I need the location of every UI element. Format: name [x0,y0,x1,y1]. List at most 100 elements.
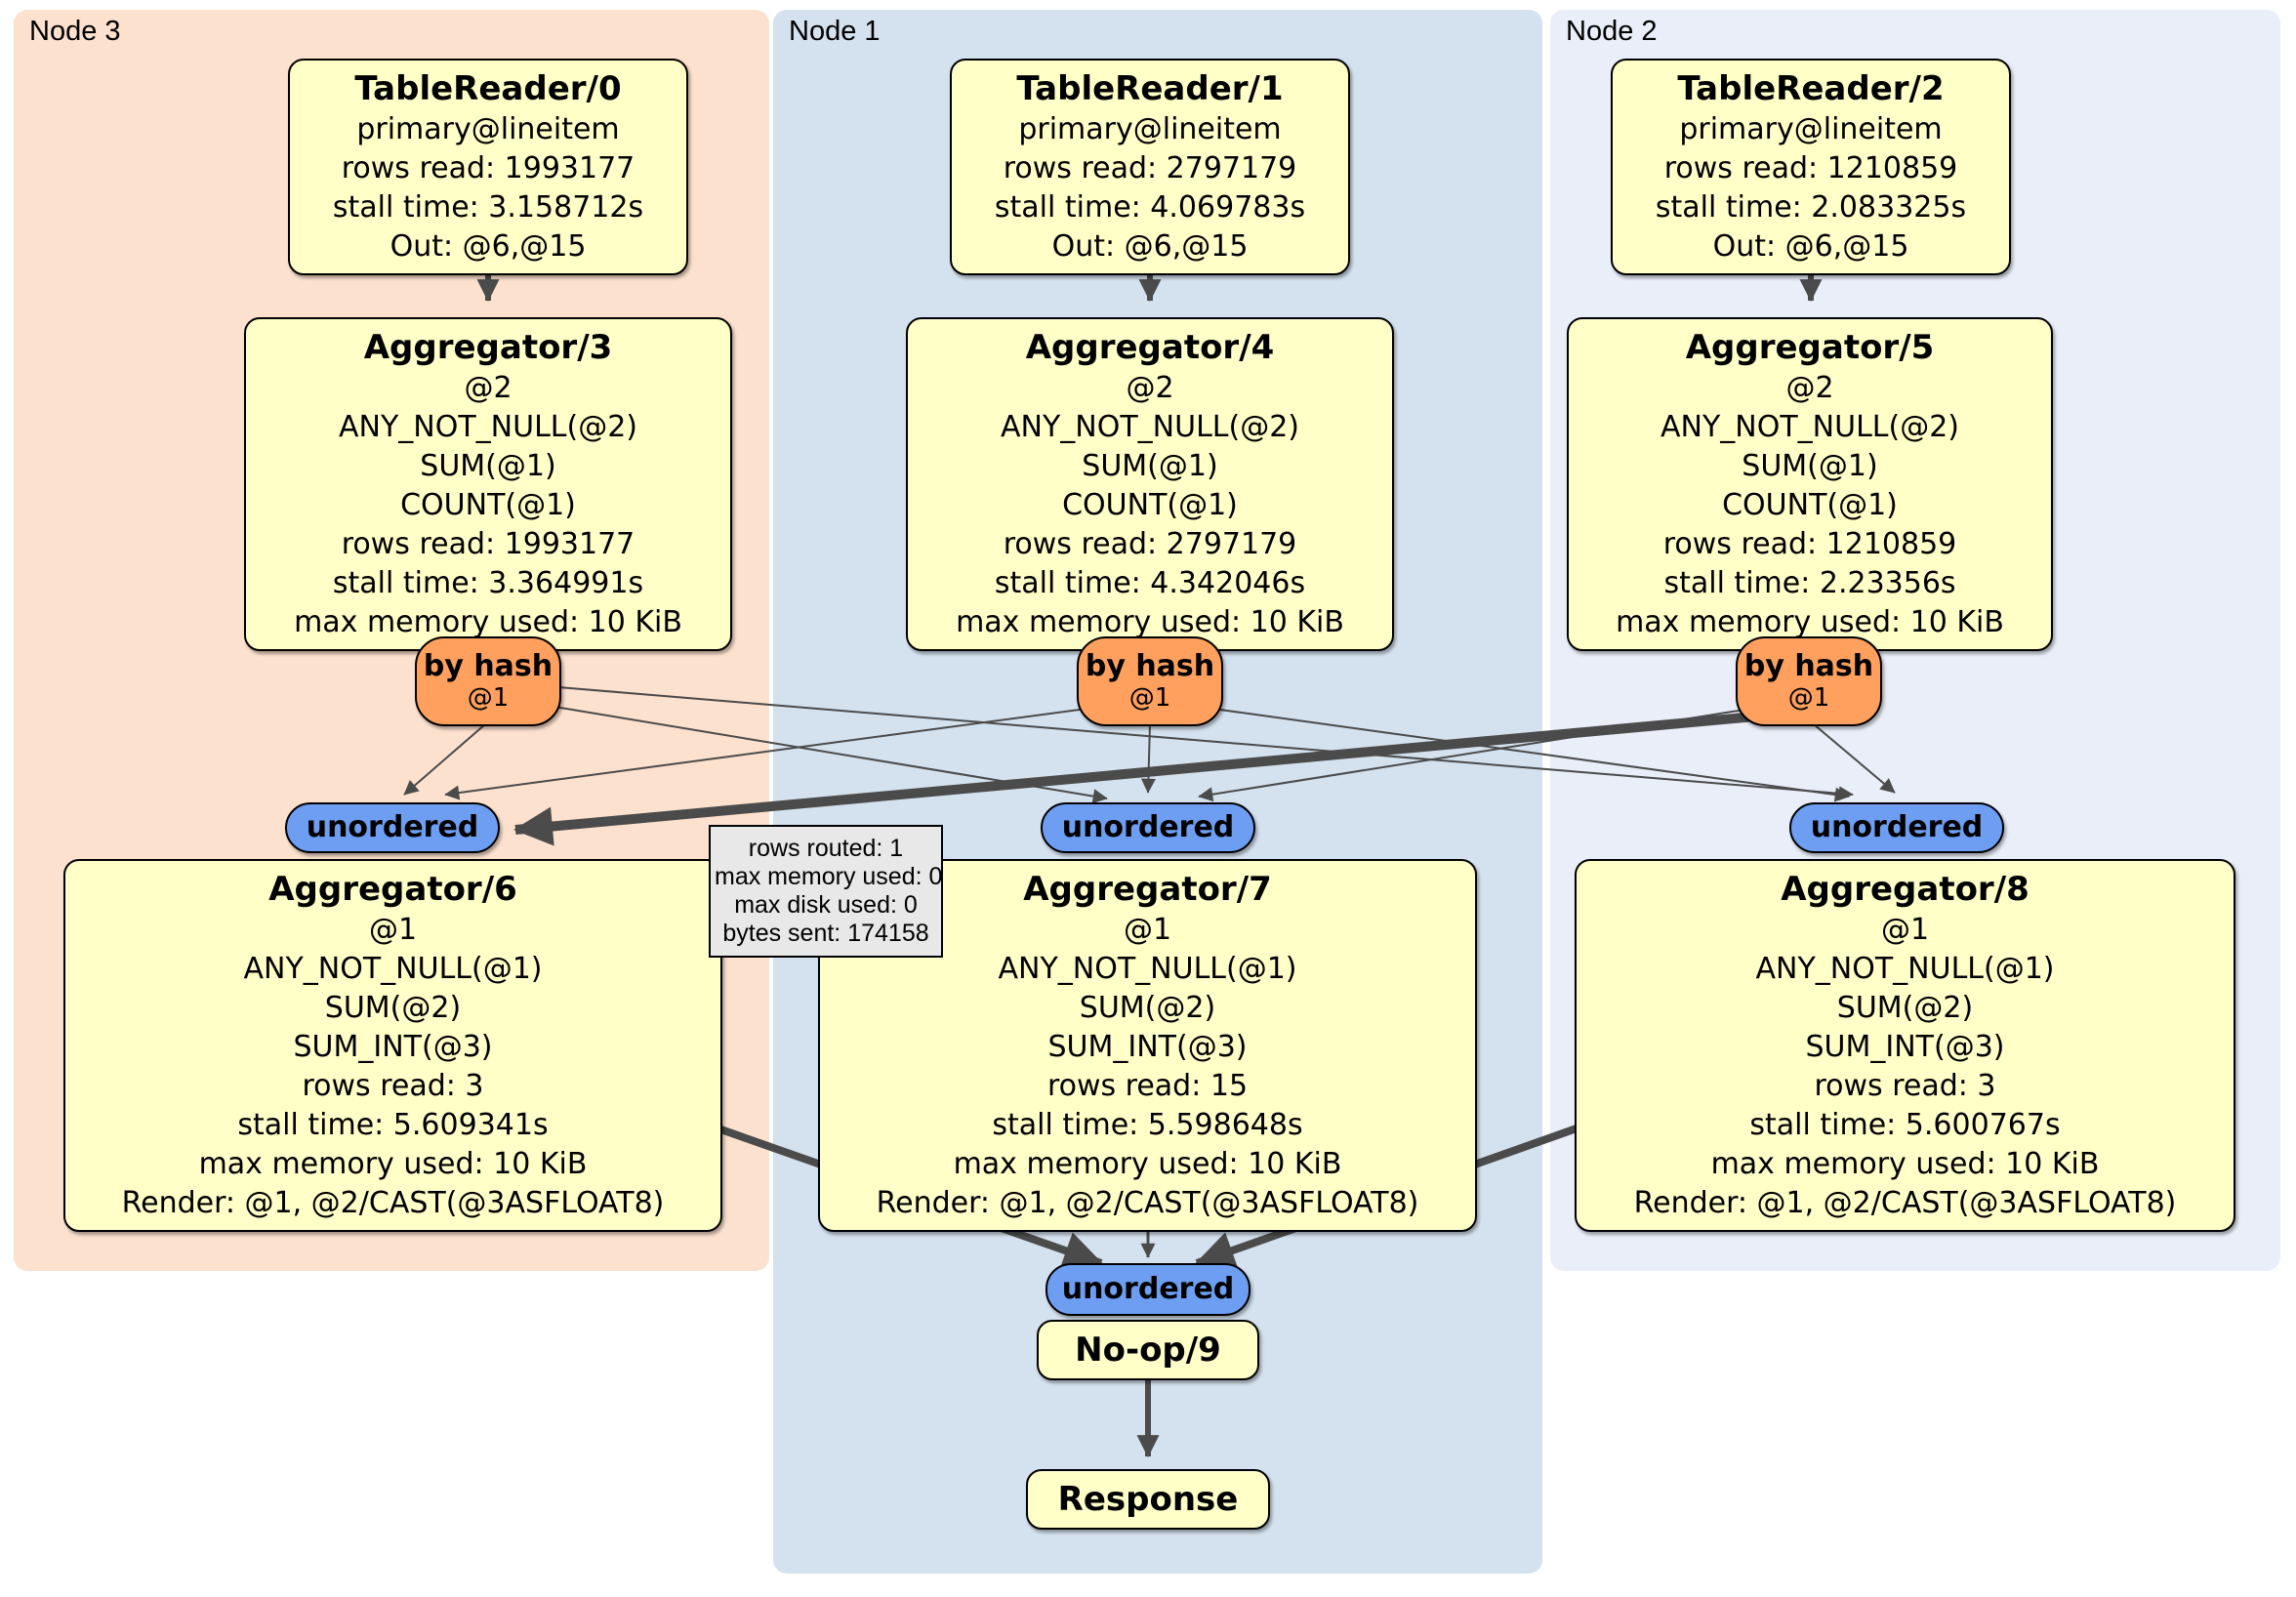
box-title: Aggregator/8 [1781,870,2030,909]
response-box[interactable]: Response [1026,1469,1270,1530]
by-hash-router-node3[interactable]: by hash @1 [415,636,561,726]
box-lines: primary@lineitem rows read: 1993177 stall … [294,110,682,266]
node1-label: Node 1 [789,16,881,47]
box-line: COUNT(@1) [1062,488,1238,522]
edge-byhash4-unordered2[interactable] [1198,706,1850,802]
box-title: No-op/9 [1075,1331,1221,1370]
box-title: Aggregator/4 [1025,328,1275,367]
box-line: ANY_NOT_NULL(@1) [998,952,1297,986]
box-line: COUNT(@1) [1722,488,1898,522]
router-label: by hash [1085,649,1215,683]
edge-byhash3-unordered2[interactable] [557,686,1854,801]
box-line: max memory used: 10 KiB [294,605,682,639]
box-line: ANY_NOT_NULL(@2) [1001,410,1299,444]
edge-byhash4-unordered3[interactable] [444,706,1102,800]
unordered-router-node2[interactable]: unordered [1789,802,2004,853]
box-line: SUM(@2) [324,991,462,1025]
box-line: rows read: 15 [1046,1069,1249,1103]
box-line: max memory used: 10 KiB [953,1147,1342,1181]
router-sub: @1 [1787,683,1830,713]
unordered-router-node1[interactable]: unordered [1041,802,1255,853]
node2-label: Node 2 [1566,16,1658,47]
box-line: stall time: 2.083325s [1655,190,1967,225]
box-title: Aggregator/3 [363,328,613,367]
box-line: SUM_INT(@3) [1805,1030,2005,1064]
box-line: SUM(@2) [1836,991,1974,1025]
unordered-router-node3[interactable]: unordered [285,802,500,853]
box-line: max memory used: 10 KiB [956,605,1344,639]
box-line: stall time: 5.609341s [237,1108,549,1142]
box-title: Aggregator/6 [268,870,517,909]
box-line: stall time: 5.598648s [992,1108,1303,1142]
edge-byhash3-unordered3[interactable] [403,723,486,796]
box-line: @2 [1126,371,1174,405]
box-line: stall time: 2.23356s [1663,566,1956,600]
box-line: @1 [1123,913,1172,947]
box-line: stall time: 3.364991s [332,566,644,600]
box-title: Response [1057,1480,1239,1519]
tablereader-0-box[interactable]: TableReader/0 primary@lineitem rows read:… [288,59,688,275]
box-line: rows read: 2797179 [1003,527,1297,561]
box-line: rows read: 3 [1814,1069,1996,1103]
box-line: rows read: 1210859 [1662,527,1957,561]
router-label: unordered [306,810,479,844]
box-line: max memory used: 0 [715,863,943,890]
box-line: primary@lineitem [356,112,620,146]
box-line: rows read: 1993177 [341,151,636,185]
edge-byhash5-unordered2[interactable] [1813,723,1896,794]
box-line: ANY_NOT_NULL(@2) [1660,410,1959,444]
box-line: Out: @6,@15 [390,229,587,264]
router-label: by hash [1743,649,1874,683]
box-line: SUM(@2) [1079,991,1216,1025]
box-line: @2 [464,371,512,405]
box-line: ANY_NOT_NULL(@1) [1755,952,2055,986]
box-line: SUM(@1) [1082,449,1218,483]
box-line: COUNT(@1) [400,488,576,522]
box-line: @2 [1785,371,1834,405]
highlighted-edge-byhash5-unordered3[interactable] [513,712,1756,846]
noop-9-box[interactable]: No-op/9 [1037,1320,1259,1380]
box-title: TableReader/1 [1016,69,1284,108]
box-title: TableReader/0 [354,69,622,108]
box-line: SUM(@1) [1742,449,1878,483]
box-line: rows read: 2797179 [1003,151,1297,185]
box-line: Out: @6,@15 [1051,229,1249,264]
router-label: unordered [1061,810,1235,844]
by-hash-router-node1[interactable]: by hash @1 [1077,636,1223,726]
box-line: rows routed: 1 [748,835,904,862]
box-title: Aggregator/5 [1685,328,1935,367]
box-line: Render: @1, @2/CAST(@3ASFLOAT8) [1633,1186,2177,1220]
router-label: by hash [423,649,554,683]
box-line: Render: @1, @2/CAST(@3ASFLOAT8) [876,1186,1419,1220]
box-line: stall time: 3.158712s [332,190,644,225]
box-line: rows read: 1210859 [1663,151,1958,185]
box-line: bytes sent: 174158 [722,920,929,947]
box-line: stall time: 5.600767s [1749,1108,2061,1142]
box-line: @1 [368,913,418,947]
edge-byhash4-unordered1[interactable] [1140,723,1156,794]
box-line: rows read: 1993177 [341,527,636,561]
by-hash-router-node2[interactable]: by hash @1 [1736,636,1882,726]
box-title: Aggregator/7 [1023,870,1272,909]
unordered-router-final[interactable]: unordered [1046,1263,1250,1316]
box-line: Out: @6,@15 [1712,229,1909,264]
box-line: max memory used: 10 KiB [198,1147,588,1181]
box-line: ANY_NOT_NULL(@2) [339,410,637,444]
box-line: stall time: 4.342046s [994,566,1306,600]
